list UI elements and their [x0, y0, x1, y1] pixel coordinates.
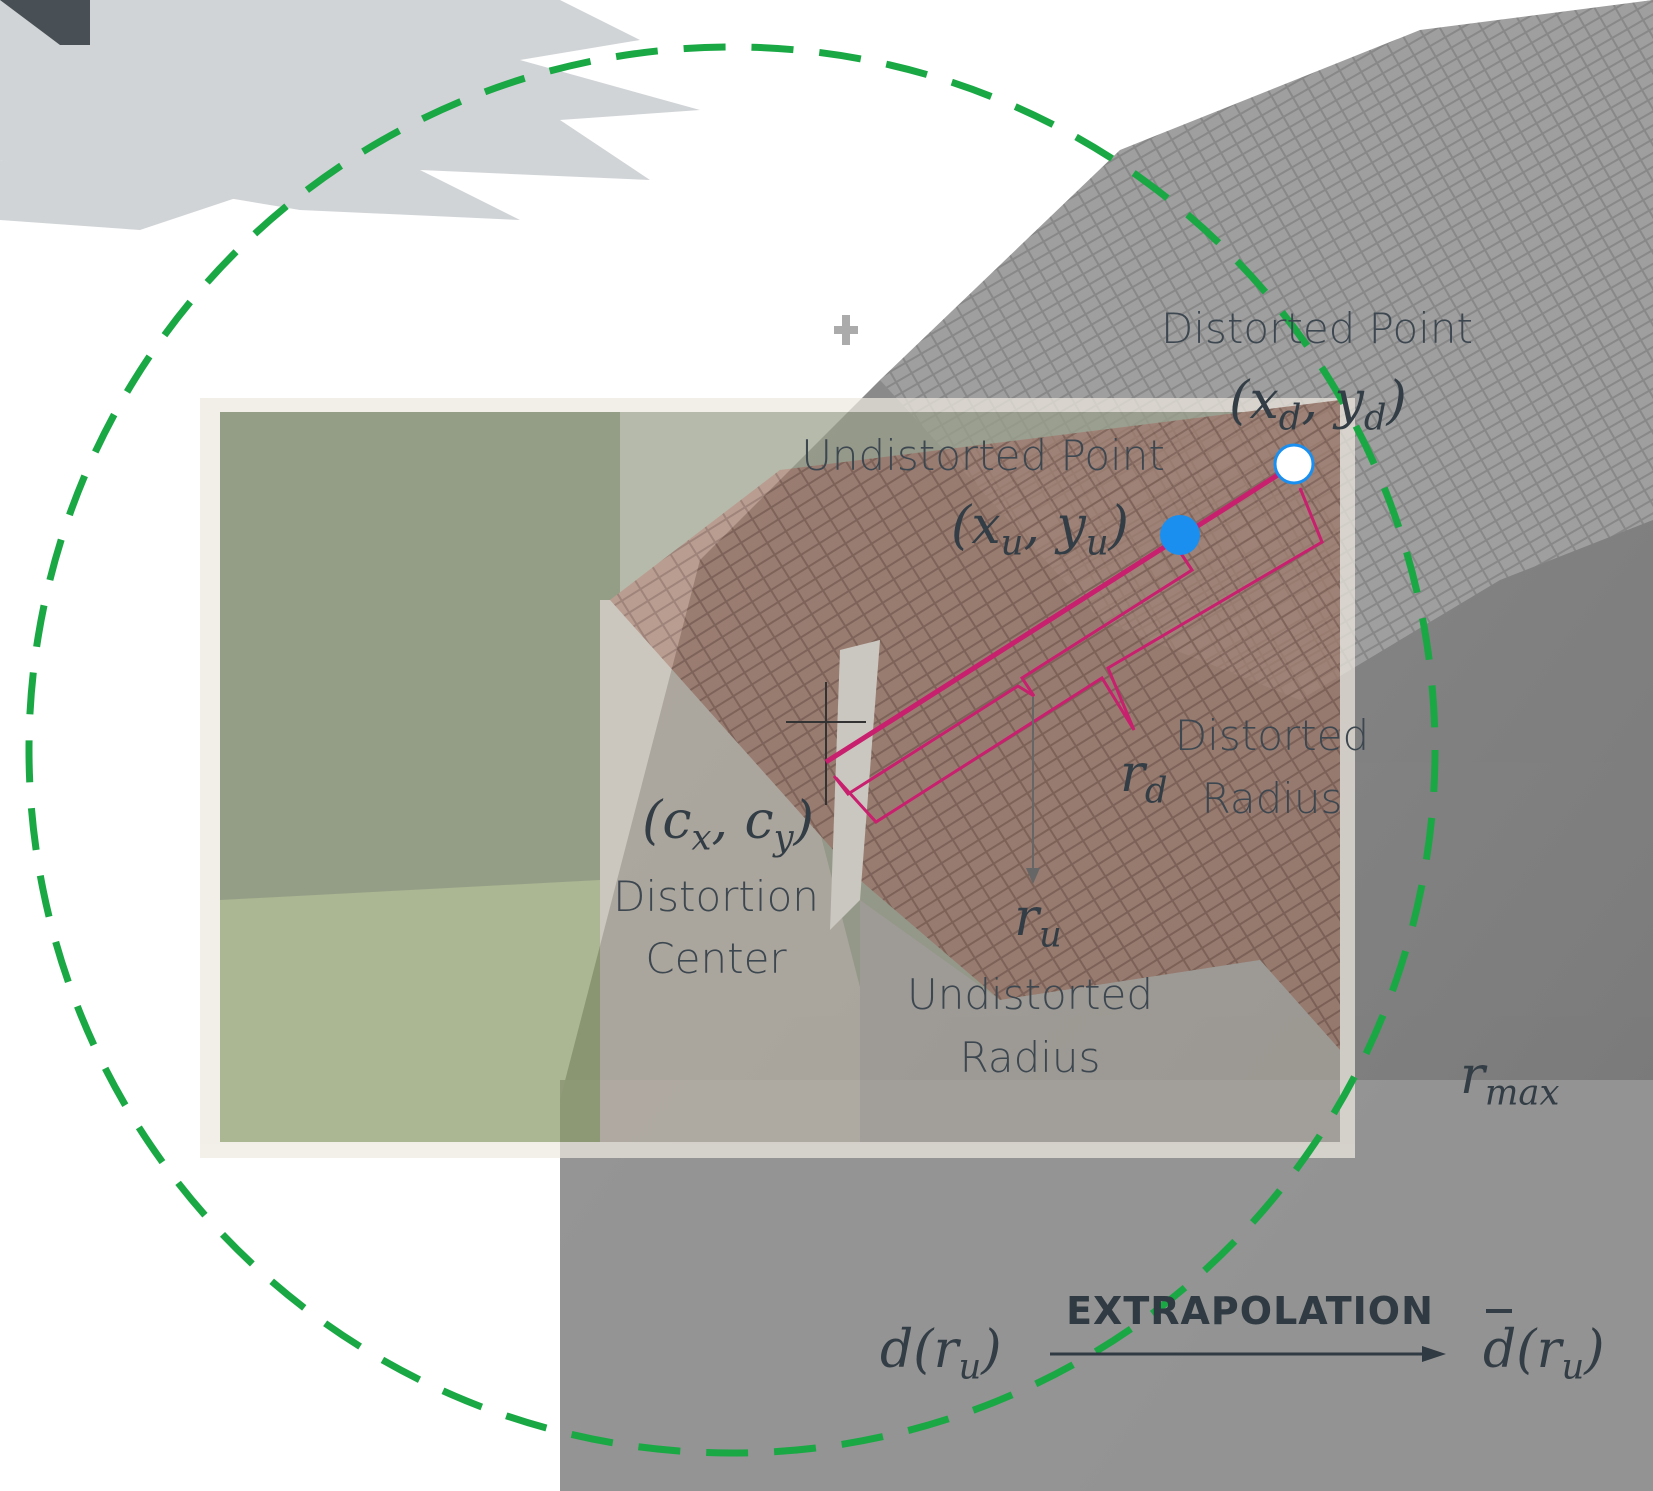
undistorted-point-title: Undistorted Point [801, 431, 1165, 480]
coord-sep: , [1023, 496, 1057, 556]
coord-y: y [1334, 371, 1364, 431]
coord-y-sub: y [773, 817, 794, 859]
max-radius-circle [25, 43, 1439, 1457]
undistorted-point-marker [1160, 515, 1200, 555]
distorted-point-title: Distorted Point [1161, 304, 1473, 353]
symbol-base: r [1014, 888, 1040, 948]
symbol-sub: u [958, 1346, 982, 1388]
symbol-base: r [933, 1320, 959, 1380]
coord-x-sub: d [1278, 397, 1302, 439]
paren-close: ) [1386, 371, 1407, 431]
paren-open: ( [913, 1320, 934, 1380]
coord-sep: , [1301, 371, 1335, 431]
undistorted-radius-label-line1: Undistorted [907, 970, 1153, 1019]
distortion-center-label-line2: Center [645, 934, 787, 983]
extrapolation-arrow [1050, 1346, 1446, 1362]
undistorted-radius-label-line2: Radius [959, 1033, 1101, 1082]
distorted-radius-label-line2: Radius [1201, 774, 1343, 823]
symbol-sub: d [1144, 770, 1168, 812]
distortion-center-coords: (cx, cy) [642, 795, 814, 856]
coord-x-sub: u [1000, 522, 1024, 564]
symbol-base: r [1536, 1320, 1562, 1380]
coord-x: c [662, 791, 692, 851]
fn-name: d [1483, 1320, 1517, 1380]
coord-x-sub: x [691, 817, 712, 859]
undistorted-color-photo [200, 398, 1355, 1158]
distortion-center-crosshair [786, 682, 866, 805]
paren-close: ) [1584, 1320, 1605, 1380]
distorted-point-marker [1273, 443, 1315, 485]
symbol-sub: max [1484, 1072, 1560, 1114]
paren-open: ( [642, 791, 663, 851]
brush-stroke-decoration [0, 0, 700, 230]
symbol-base: r [1120, 744, 1145, 804]
paren-close: ) [793, 791, 814, 851]
coord-sep: , [711, 791, 745, 851]
distortion-center-label-line1: Distortion [613, 872, 819, 921]
undistorted-radius-brace [832, 551, 1195, 796]
distorted-radius-label-line1: Distorted [1174, 711, 1370, 760]
undistorted-radius-arrow [1026, 697, 1040, 884]
fn-name: d [880, 1320, 914, 1380]
symbol-base: r [1460, 1046, 1485, 1106]
paren-close: ) [1108, 496, 1129, 556]
paren-open: ( [1516, 1320, 1537, 1380]
max-radius-symbol: rmax [1460, 1050, 1559, 1111]
coord-x: x [971, 496, 1001, 556]
coord-y: c [744, 791, 774, 851]
paren-close: ) [981, 1320, 1002, 1380]
coord-y-sub: u [1085, 522, 1109, 564]
symbol-sub: u [1039, 914, 1062, 956]
paren-open: ( [951, 496, 972, 556]
distorted-point-coords: (xd, yd) [1229, 375, 1407, 436]
undistorted-point-coords: (xu, yu) [951, 500, 1129, 561]
coord-y-sub: d [1363, 397, 1387, 439]
distorted-radius-symbol: rd [1120, 748, 1168, 809]
distorted-radius-brace [834, 487, 1324, 824]
coord-y: y [1056, 496, 1086, 556]
coord-x: x [1249, 371, 1279, 431]
paren-open: ( [1229, 371, 1250, 431]
dbar-of-ru: d(ru) [1483, 1324, 1605, 1385]
extrapolation-label: EXTRAPOLATION [1066, 1289, 1434, 1333]
d-of-ru: d(ru) [880, 1324, 1002, 1385]
symbol-sub: u [1561, 1346, 1585, 1388]
radius-line [824, 463, 1294, 765]
undistorted-radius-symbol: ru [1014, 892, 1062, 953]
